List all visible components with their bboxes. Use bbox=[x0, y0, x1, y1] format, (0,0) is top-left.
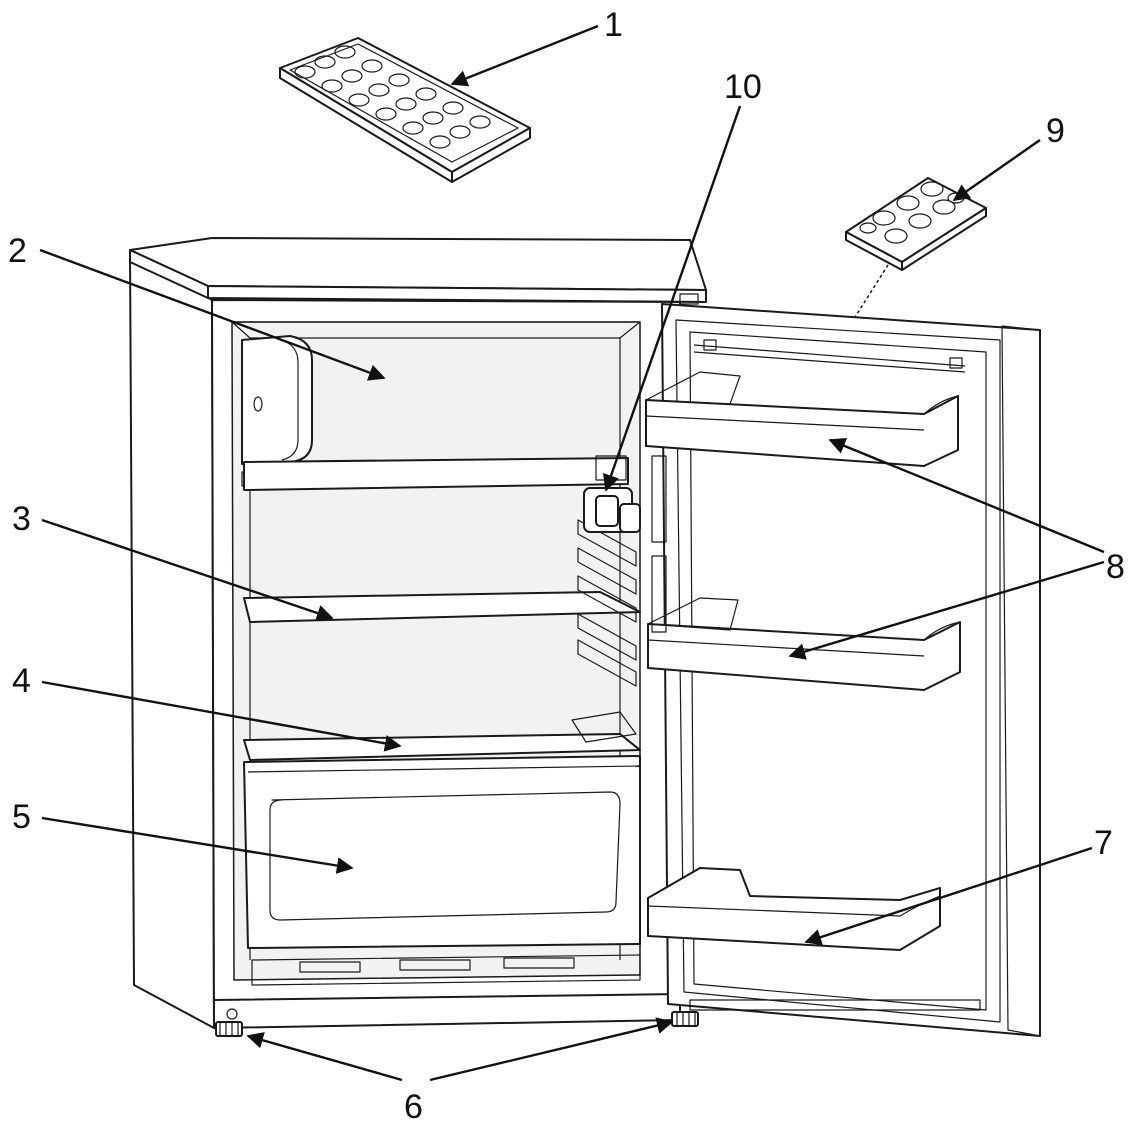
bottle-shelf bbox=[647, 867, 941, 951]
refrigerator-door bbox=[645, 293, 1041, 1037]
leader-3 bbox=[41, 518, 334, 622]
callout-1: 1 bbox=[604, 6, 623, 44]
callout-4: 4 bbox=[12, 662, 31, 700]
callout-10: 10 bbox=[724, 68, 762, 106]
leader-10 bbox=[603, 105, 742, 492]
leader-8b bbox=[788, 560, 1105, 660]
leader-5 bbox=[41, 816, 354, 874]
leader-6a bbox=[246, 1032, 403, 1082]
callout-8: 8 bbox=[1106, 548, 1125, 586]
leader-2 bbox=[39, 248, 386, 381]
callout-9: 9 bbox=[1046, 112, 1065, 150]
leader-1 bbox=[450, 24, 599, 87]
callout-6: 6 bbox=[404, 1088, 423, 1126]
leader-9 bbox=[952, 139, 1041, 201]
door-balcony-upper bbox=[645, 371, 959, 467]
leader-lines bbox=[39, 24, 1105, 1082]
callout-3: 3 bbox=[12, 500, 31, 538]
leader-8a bbox=[828, 437, 1105, 554]
callout-2: 2 bbox=[8, 232, 27, 270]
leader-4 bbox=[41, 680, 402, 752]
leader-7 bbox=[804, 846, 1093, 946]
leader-6b bbox=[429, 1017, 674, 1082]
adjustable-feet bbox=[215, 1008, 699, 1037]
ice-tray bbox=[279, 37, 531, 183]
callout-5: 5 bbox=[12, 798, 31, 836]
callout-labels: 1 2 3 4 5 6 7 8 9 10 bbox=[8, 6, 1125, 1126]
refrigerator-cabinet bbox=[129, 237, 707, 1029]
egg-tray bbox=[799, 177, 987, 405]
vegetable-crisper bbox=[243, 755, 641, 949]
callout-7: 7 bbox=[1094, 824, 1113, 862]
